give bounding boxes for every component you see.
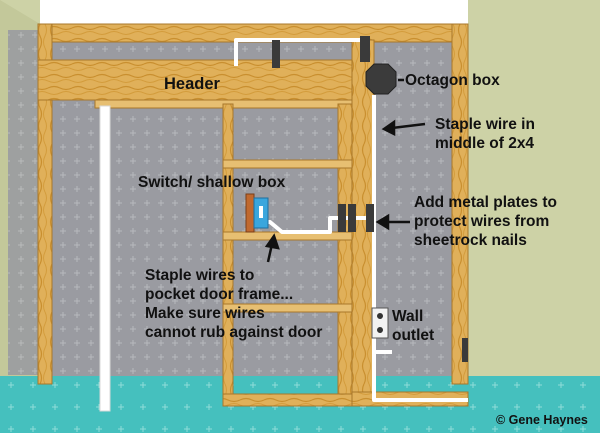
metal-plate-top-1 — [272, 40, 280, 68]
right-wall — [468, 0, 600, 433]
header-beam — [37, 59, 369, 101]
metal-plate-mid-1 — [338, 204, 346, 232]
staple-wire-label: Staple wire in middle of 2x4 — [435, 116, 535, 152]
pocket-frame-rail-1 — [222, 159, 353, 169]
left-wall-sheathing — [8, 30, 40, 375]
metal-plates-label: Add metal plates to protect wires from s… — [414, 194, 557, 249]
pocket-frame-rail-3 — [222, 303, 353, 313]
arrow-staple — [391, 122, 426, 130]
wall-outlet-label: Wall outlet — [392, 308, 435, 344]
metal-plate-mid-3 — [366, 204, 374, 232]
octagon-box-label: Octagon box — [405, 72, 500, 89]
callout-arrows — [264, 78, 426, 263]
left-stud — [37, 23, 53, 385]
switch-box — [245, 193, 255, 233]
metal-plate-top-2 — [360, 36, 370, 62]
octagon-box — [365, 63, 397, 95]
copyright-text: © Gene Haynes — [496, 413, 588, 427]
pocket-frame-right — [337, 103, 353, 395]
switch-toggle — [259, 206, 263, 218]
wall-outlet — [371, 307, 389, 339]
wire-to-switch — [262, 216, 374, 234]
outlet-receptacle-bottom — [377, 327, 383, 333]
header-label: Header — [164, 75, 220, 93]
door-jamb-trim — [99, 105, 111, 412]
metal-plates — [272, 36, 468, 362]
pocket-bottom-plate — [222, 393, 353, 407]
switch-box-label: Switch/ shallow box — [138, 174, 286, 191]
staple-pocket-label: Staple wires to pocket door frame... Mak… — [145, 267, 323, 341]
arrow-plates-head — [375, 213, 390, 231]
arrow-staple-head — [381, 119, 396, 137]
metal-plate-low — [462, 338, 468, 362]
metal-plate-mid-2 — [348, 204, 356, 232]
wire-bottom — [372, 352, 468, 402]
outlet-receptacle-top — [377, 313, 383, 319]
arrow-switch-head — [264, 233, 280, 250]
pocket-frame-left — [222, 103, 234, 395]
right-stud — [451, 23, 469, 385]
